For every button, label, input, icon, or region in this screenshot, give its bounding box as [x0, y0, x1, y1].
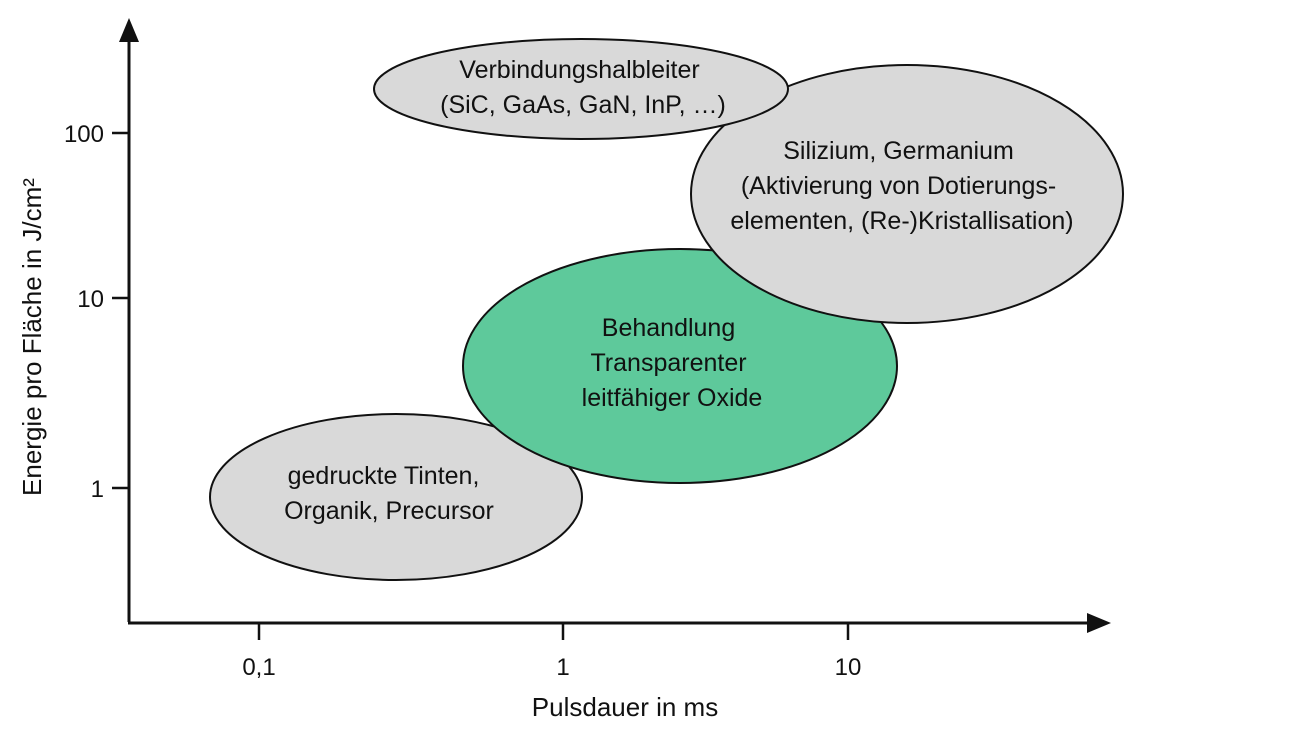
region-gedruckte-tinten-line-2: Organik, Precursor — [284, 497, 494, 525]
y-tick-label-100: 100 — [64, 121, 104, 148]
region-silizium-germanium-shape — [690, 64, 1124, 324]
region-transparente-oxide-shape — [462, 248, 898, 484]
x-tick-label-0-1: 0,1 — [242, 654, 275, 681]
region-transparente-oxide-label: Behandlung Transparenter leitfähiger Oxi… — [582, 314, 763, 412]
region-verbindungshalbleiter-line-2: (SiC, GaAs, GaN, InP, …) — [440, 91, 726, 119]
y-axis-arrowhead — [119, 18, 139, 42]
region-gedruckte-tinten-label: gedruckte Tinten, Organik, Precursor — [284, 462, 494, 525]
x-axis — [128, 613, 1111, 633]
region-transparente-oxide: Behandlung Transparenter leitfähiger Oxi… — [462, 248, 898, 484]
region-silizium-germanium-line-2: (Aktivierung von Dotierungs- — [741, 172, 1056, 200]
x-tick-label-10: 10 — [835, 654, 862, 681]
region-silizium-germanium-label: Silizium, Germanium (Aktivierung von Dot… — [730, 137, 1073, 235]
x-axis-title: Pulsdauer in ms — [532, 692, 718, 722]
region-verbindungshalbleiter-line-1: Verbindungshalbleiter — [459, 56, 699, 84]
region-transparente-oxide-line-2: Transparenter — [590, 349, 746, 377]
region-gedruckte-tinten: gedruckte Tinten, Organik, Precursor — [209, 413, 583, 581]
y-ticks: 100 10 1 — [64, 121, 129, 503]
region-verbindungshalbleiter-label: Verbindungshalbleiter (SiC, GaAs, GaN, I… — [440, 56, 726, 119]
region-verbindungshalbleiter: Verbindungshalbleiter (SiC, GaAs, GaN, I… — [373, 38, 789, 140]
y-axis-title: Energie pro Fläche in J/cm² — [17, 178, 47, 496]
region-transparente-oxide-line-3: leitfähiger Oxide — [582, 384, 763, 412]
region-transparente-oxide-line-1: Behandlung — [602, 314, 735, 342]
x-ticks: 0,1 1 10 — [242, 623, 861, 681]
y-tick-label-1: 1 — [91, 476, 104, 503]
region-verbindungshalbleiter-shape — [373, 38, 789, 140]
region-silizium-germanium-line-3: elementen, (Re-)Kristallisation) — [730, 207, 1073, 235]
region-gedruckte-tinten-shape — [209, 413, 583, 581]
region-silizium-germanium-line-1: Silizium, Germanium — [783, 137, 1014, 165]
x-axis-arrowhead — [1087, 613, 1111, 633]
region-silizium-germanium: Silizium, Germanium (Aktivierung von Dot… — [690, 64, 1124, 324]
region-gedruckte-tinten-line-1: gedruckte Tinten, — [288, 462, 480, 490]
x-tick-label-1: 1 — [556, 654, 569, 681]
y-axis — [119, 18, 139, 622]
y-tick-label-10: 10 — [77, 286, 104, 313]
